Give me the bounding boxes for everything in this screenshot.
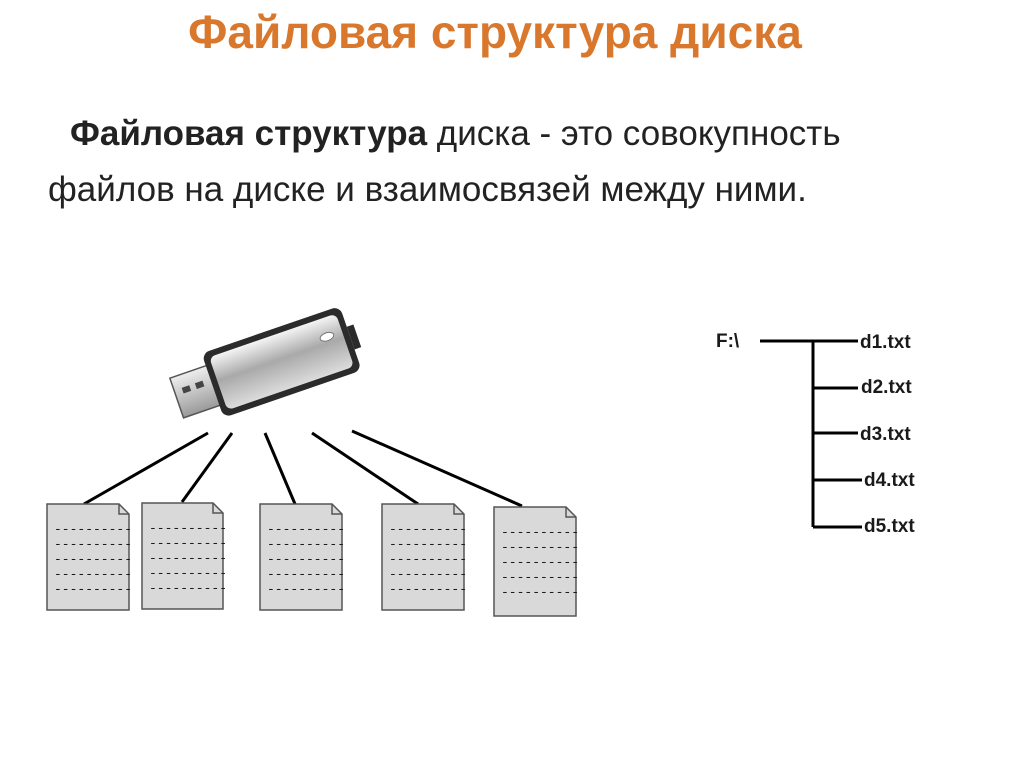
tree-root-label: F:\ xyxy=(716,331,740,352)
document-line: ---------- xyxy=(54,582,132,597)
document-line: ---------- xyxy=(149,581,227,596)
definition-line-1: Файловая структура диска - это совокупно… xyxy=(48,106,988,162)
tree-branches xyxy=(760,339,862,529)
definition-rest: диска - это совокупность xyxy=(427,114,841,153)
document-line: ---------- xyxy=(389,582,467,597)
document-line: ---------- xyxy=(54,522,132,537)
usb-flash-drive-icon xyxy=(168,308,362,419)
tree-child-label: d1.txt xyxy=(860,332,911,353)
document-line: ---------- xyxy=(389,567,467,582)
document-line: ---------- xyxy=(501,525,579,540)
slide-title: Файловая структура диска xyxy=(188,6,802,58)
document-line: ---------- xyxy=(501,585,579,600)
document-line: ---------- xyxy=(501,540,579,555)
document-line: ---------- xyxy=(501,555,579,570)
document-line: ---------- xyxy=(267,552,345,567)
document-line: ---------- xyxy=(267,537,345,552)
tree-child-label: d3.txt xyxy=(860,424,911,445)
document-line: ---------- xyxy=(54,552,132,567)
file-tree: F:\ d1.txt d2.txt d3.txt d4.txt d5.txt xyxy=(716,331,915,537)
document-line: ---------- xyxy=(501,570,579,585)
document-icon: ---------- ---------- ---------- -------… xyxy=(381,503,467,611)
tree-child-label: d4.txt xyxy=(864,470,915,491)
connector-line xyxy=(263,432,297,505)
connector-line xyxy=(180,432,234,503)
connector-line xyxy=(351,429,523,508)
document-line: ---------- xyxy=(267,567,345,582)
document-line: ---------- xyxy=(389,522,467,537)
document-line: ---------- xyxy=(149,566,227,581)
drive-connectors xyxy=(83,429,523,508)
document-line: ---------- xyxy=(267,522,345,537)
definition-term: Файловая структура xyxy=(70,114,428,153)
document-line: ---------- xyxy=(149,551,227,566)
connector-line xyxy=(311,431,419,506)
document-line: ---------- xyxy=(149,521,227,536)
connector-line xyxy=(83,431,209,506)
document-line: ---------- xyxy=(389,552,467,567)
definition-text: Файловая структура диска - это совокупно… xyxy=(48,106,988,218)
documents-group: ---------- ---------- ---------- -------… xyxy=(46,502,579,617)
definition-line-2: файлов на диске и взаимосвязей между ним… xyxy=(48,170,807,209)
document-line: ---------- xyxy=(54,537,132,552)
document-line: ---------- xyxy=(267,582,345,597)
document-line: ---------- xyxy=(389,537,467,552)
document-line: ---------- xyxy=(54,567,132,582)
tree-child-label: d2.txt xyxy=(861,377,912,398)
document-line: ---------- xyxy=(149,536,227,551)
document-icon: ---------- ---------- ---------- -------… xyxy=(46,503,132,611)
document-icon: ---------- ---------- ---------- -------… xyxy=(259,503,345,611)
document-icon: ---------- ---------- ---------- -------… xyxy=(141,502,227,610)
tree-child-label: d5.txt xyxy=(864,516,915,537)
document-icon: ---------- ---------- ---------- -------… xyxy=(493,506,579,617)
